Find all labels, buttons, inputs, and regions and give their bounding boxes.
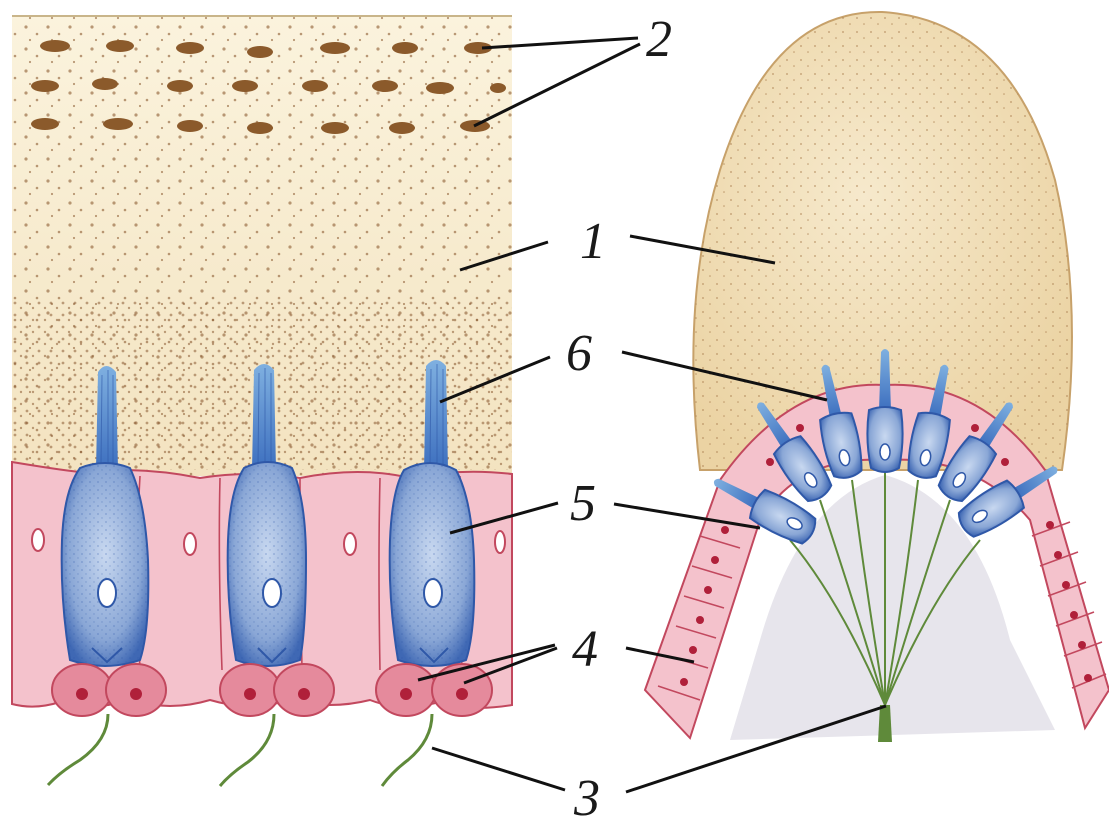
hair-bundle xyxy=(96,366,118,470)
label-4: 4 xyxy=(572,621,598,678)
macula-panel xyxy=(12,16,512,786)
label-6: 6 xyxy=(566,325,592,382)
label-3: 3 xyxy=(573,770,600,823)
nerve-fiber xyxy=(48,714,108,785)
label-1: 1 xyxy=(580,213,606,270)
label-2: 2 xyxy=(646,11,672,68)
label-5: 5 xyxy=(570,475,596,532)
crista-panel xyxy=(645,12,1109,742)
